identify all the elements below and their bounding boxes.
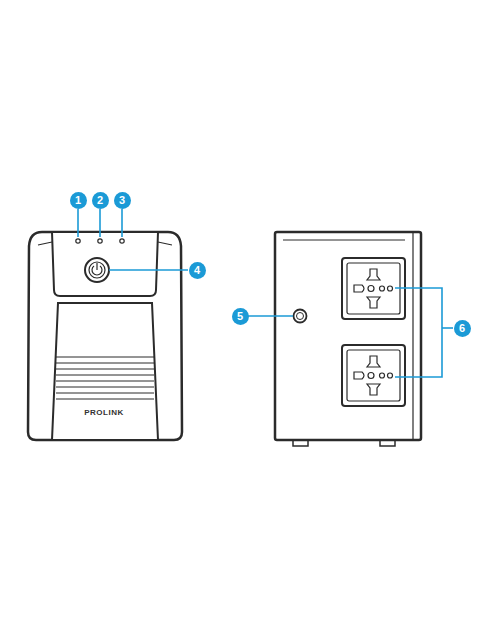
callout-number: 2 [92,192,109,209]
front-view [28,232,182,440]
vent-stripe [56,399,154,400]
vent-stripe [56,375,154,376]
back-view [275,232,421,446]
vent-stripe [56,381,154,382]
callout-number: 1 [70,192,87,209]
callout-number: 6 [454,320,471,337]
vent-stripe [56,387,154,388]
callout-number: 5 [232,308,249,325]
leader-lines [78,209,453,377]
brand-logo: PROLINK [84,408,124,417]
vent-stripe [56,369,154,370]
vent-stripe [56,393,154,394]
callout-number: 4 [189,262,206,279]
callout-number: 3 [114,192,131,209]
vent-stripe [56,357,154,358]
vent-stripe [56,363,154,364]
